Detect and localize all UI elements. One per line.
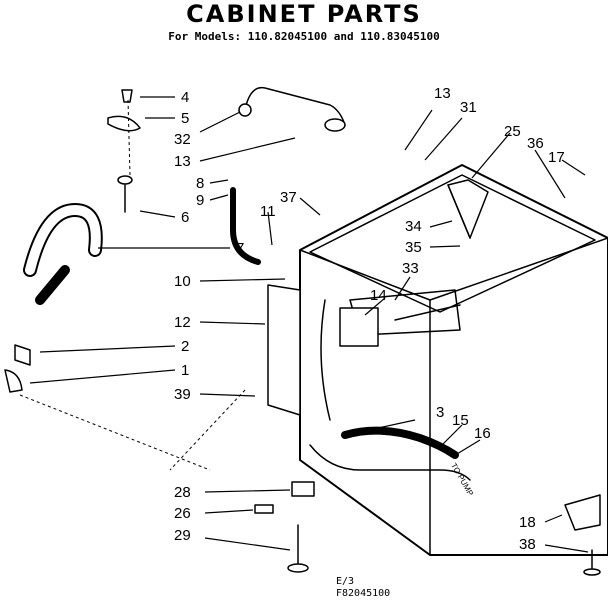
footer-line-2: F82045100: [336, 588, 391, 599]
switch-33: [339, 307, 379, 347]
part-label-10: 10: [174, 273, 191, 290]
part-label-37: 37: [280, 189, 297, 206]
part-label-3: 3: [436, 404, 445, 421]
part-label-34: 34: [405, 218, 422, 235]
part-label-36: 36: [527, 135, 544, 152]
bracket-12: [267, 284, 301, 416]
leveling-foot-29: [287, 524, 309, 573]
part-label-8: 8: [196, 175, 205, 192]
foot-38: [583, 549, 601, 576]
part-label-33: 33: [402, 260, 419, 277]
hose-7: [23, 203, 103, 305]
part-label-17: 17: [548, 149, 565, 166]
part-label-28: 28: [174, 484, 191, 501]
part-label-9: 9: [196, 192, 205, 209]
part-label-35: 35: [405, 239, 422, 256]
part-label-13b: 13: [434, 85, 451, 102]
part-label-25: 25: [504, 123, 521, 140]
part-label-32: 32: [174, 131, 191, 148]
part-label-18: 18: [519, 514, 536, 531]
screw-4: [121, 89, 133, 103]
cabinet-body: [299, 164, 608, 556]
part-label-39: 39: [174, 386, 191, 403]
footer-line-1: E/3: [336, 576, 355, 587]
clamp-28: [291, 481, 315, 497]
tube-9: [230, 187, 261, 265]
part-label-14: 14: [370, 287, 387, 304]
part-label-13a: 13: [174, 153, 191, 170]
part-label-29: 29: [174, 527, 191, 544]
clamp-5: [107, 115, 141, 132]
part-label-16: 16: [474, 425, 491, 442]
elbow-1: [4, 369, 23, 393]
part-label-31: 31: [460, 99, 477, 116]
bracket-18: [564, 494, 601, 531]
part-label-6: 6: [181, 209, 190, 226]
drawing-reference: E/3 F82045100: [336, 576, 390, 600]
coupling-2: [14, 344, 31, 366]
page-title: CABINET PARTS: [186, 0, 422, 28]
part-label-12: 12: [174, 314, 191, 331]
part-label-4: 4: [181, 89, 190, 106]
cable-32: [238, 86, 346, 132]
part-label-5: 5: [181, 110, 190, 127]
part-label-1: 1: [181, 362, 190, 379]
part-label-11: 11: [260, 203, 276, 220]
part-label-38: 38: [519, 536, 536, 553]
top-support-bracket: [447, 179, 489, 239]
part-label-26: 26: [174, 505, 191, 522]
part-label-2: 2: [181, 338, 190, 355]
part-label-15: 15: [452, 412, 469, 429]
part-label-7: 7: [236, 240, 245, 257]
clip-26: [254, 504, 274, 514]
page-subtitle: For Models: 110.82045100 and 110.8304510…: [168, 30, 440, 43]
